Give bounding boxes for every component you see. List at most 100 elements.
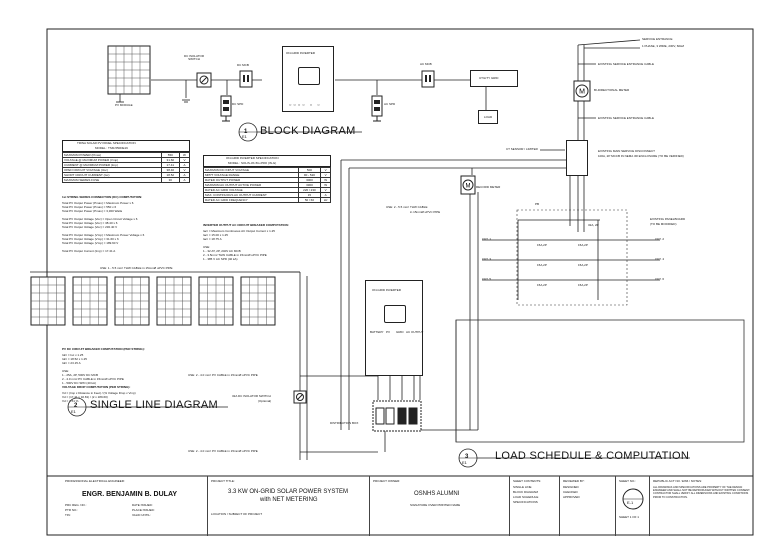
panelboard-tag: PB: [535, 202, 540, 206]
engineer-detail-1: PRC REG. NO.:: [65, 503, 87, 507]
engineer-detail-3: TIN:: [65, 513, 71, 517]
sld-inverter-display-icon: [384, 305, 406, 323]
circuit-3-rating: 15A,2P: [537, 263, 547, 267]
string-computation: Total PV Output Power (Pmax) = Maximum P…: [62, 201, 144, 253]
contents-item-3: LOAD SCHEDULE: [513, 495, 539, 499]
voltage-drop-computation: Vd = (Imp x Distance in Feet) / (% Volta…: [62, 391, 136, 403]
voltage-drop-line: Vd = 1.51 %: [62, 399, 79, 403]
main-breaker-rating: 32A, 2P: [588, 223, 599, 227]
string-computation-line: Total PV Output Power (Pmax) = 3,300 Wat…: [62, 209, 123, 213]
distribution-box-icon: [372, 400, 422, 432]
circuit-3-label: CKT. 3: [482, 257, 492, 261]
panel-spec-cell: MAXIMUM SERIES FUSE: [62, 177, 162, 183]
sld-isolator-note: (Optional): [258, 399, 272, 403]
dc-mcb-icon: [239, 70, 253, 88]
engineer-label: PROFESSIONAL ELECTRICAL ENGINEER:: [65, 479, 125, 483]
circuit-1-label: CKT. 1: [482, 237, 492, 241]
string-computation-title: 1st STRING SERIES CONNECTION (DC) COMPUT…: [62, 195, 143, 199]
sld-isolator-icon: [293, 390, 307, 404]
engineer-cell: PROFESSIONAL ELECTRICAL ENGINEER: ENGR. …: [47, 476, 207, 536]
thw-cable-label-2: in 15mmØ uPVC PIPE: [410, 210, 441, 214]
block-diagram-sheet-ref: E1: [242, 134, 247, 139]
engineer-name: ENGR. BENJAMIN B. DULAY: [82, 491, 178, 498]
sheet-of: SHEET 1 OF 1: [619, 515, 639, 519]
string-computation-line: Total PV Output Current (Imp) = 17.41 A: [62, 249, 116, 253]
engineer-detail-2: PTR NO.:: [65, 508, 79, 512]
inverter-spec-title: ON-GRID INVERTER SPECIFICATION: [226, 156, 279, 160]
record-meter-icon: M: [460, 175, 476, 195]
panel-spec-title: TRINA SOLAR PV PANEL SPECIFICATION: [77, 141, 136, 145]
contents-item-4: SPECIFICATIONS: [513, 500, 538, 504]
solar-panel-icon: [240, 276, 276, 326]
dc-mcb-label: DC MCB: [237, 63, 249, 67]
panel-spec-header: TRINA SOLAR PV PANEL SPECIFICATION MODEL…: [62, 140, 190, 152]
voltage-drop-title: VOLTAGE DROP COMPUTATION (PER STRING):: [62, 385, 131, 389]
inverter-computation-title: INVERTER OUTPUT AC CIRCUIT BREAKER COMPU…: [203, 223, 289, 227]
owner-sub: SIGNATURE OVER PRINTED NAME: [410, 503, 461, 507]
inverter-computation-line: 1 - 385 V AC SPD (40 kA): [203, 257, 238, 261]
panelboard-label: EXISTING PANELBOARD: [650, 217, 686, 221]
voltage-drop-line: Vd = (17.41 x 32.81) / (2 x 189.60): [62, 395, 108, 399]
circuit-5-label: CKT. 5: [482, 277, 492, 281]
contents-cell: SHEET CONTENTS: SINGLE LINE BLOCK DIAGRA…: [509, 476, 559, 536]
string-computation-line: Total PV Output Voltage (Voc) = 38.40 x …: [62, 221, 118, 225]
utility-grid-label: UTILITY GRID: [479, 76, 499, 80]
solar-panel-icon: [114, 276, 150, 326]
utility-grid-box: UTILITY GRID: [470, 70, 518, 87]
inverter-computation-line: 1 - 32 AT, 2P, 240V AC MCB: [203, 249, 241, 253]
project-label: PROJECT TITLE:: [211, 479, 235, 483]
string-computation-line: Total PV Output Voltage (Vmp) = 31.60 x …: [62, 237, 119, 241]
sld-inverter: ON-GRID INVERTER BATTERY PV GRID AC OUTP…: [365, 280, 423, 376]
dc-breaker-line: Idcr = Isc x 1.25: [62, 353, 84, 357]
dc-breaker-line: Idcr = 18.52 x 1.25: [62, 357, 87, 361]
distribution-box-label: DISTRIBUTION BOX: [330, 421, 359, 425]
inverter-computation-line: 2 - 3.5mm² THW CABLE in 15mmØ uPVC PIPE: [203, 253, 267, 257]
owner-cell: PROJECT OWNER: OSNHS ALUMNI SIGNATURE OV…: [369, 476, 509, 536]
notes-label: REPUBLIC ACT NO. 9266 / NOTES:: [653, 479, 702, 483]
service-cable-label-1: EXISTING SERVICE ENTRANCE CABLE: [598, 62, 654, 66]
string-computation-line: Total PV Output Voltage (Voc) = 230.40 V: [62, 225, 118, 229]
dc-spd-label: DC SPD: [232, 102, 244, 106]
dc-spd-icon: [220, 95, 232, 122]
inverter-display-icon: [298, 67, 320, 85]
inverter-spec-model: MODEL : SOLIS-3K-5G-PRO (IN-G): [228, 161, 277, 165]
single-line-number: 2: [74, 403, 78, 409]
solar-panel-icon: [30, 276, 66, 326]
svg-text:M: M: [466, 184, 471, 190]
dc-isolator-label: DC ISOLATOR SWITCH: [183, 54, 205, 61]
single-line-sheet-ref: E1: [71, 409, 76, 414]
service-entrance-spec: 1 PHASE, 3 WIRE, 230V, 60HZ: [642, 44, 685, 48]
owner-label: PROJECT OWNER:: [373, 479, 401, 483]
top-cable-label: USE: 1 - 5.5 mm² THW CABLE in 15mmØ uPVC…: [100, 266, 173, 270]
single-line-title: SINGLE LINE DIAGRAM: [90, 399, 218, 411]
bi-directional-meter-label: BI-DIRECTIONAL METER: [594, 88, 630, 92]
panel-spec-cell: A: [178, 177, 191, 183]
sld-inverter-port-3: GRID: [396, 330, 404, 334]
contents-item-2: BLOCK DIAGRAM: [513, 490, 539, 494]
service-cable-label-2: EXISTING SERVICE ENTRANCE CABLE: [598, 116, 654, 120]
sld-inverter-label: ON-GRID INVERTER: [372, 288, 401, 292]
dc-breaker-line: 1 - 25A, 2P, 500V DC MCB: [62, 373, 98, 377]
inverter-terminals-icon: ○○○○ ○ ○: [289, 102, 322, 107]
sheet-number-circle-icon: [622, 488, 644, 510]
contents-item-1: SINGLE LINE: [513, 485, 532, 489]
dc-breaker-line: 2 - 4.0 mm² PV CABLE in 15mmØ uPVC PIPE: [62, 377, 124, 381]
dc-breaker-title: PV DC CIRCUIT BREAKER COMPUTATION (PER S…: [62, 347, 145, 351]
circuit-2-label: CKT. 2: [655, 237, 665, 241]
ac-spd-label: AC SPD: [384, 102, 396, 106]
thw-cable-label: USE: 2 - 5.5 mm² THW CABLE: [386, 205, 428, 209]
service-entrance-label: SERVICE ENTRANCE: [642, 37, 673, 41]
sld-isolator-label: 32A DC ISOLATOR SWITCH: [232, 394, 271, 398]
load-box: LOAD: [478, 110, 498, 124]
main-disconnect-spec: 100A, 2P MCCB IN NEMA 3R ENCLOSURE (TO B…: [598, 154, 684, 158]
string-computation-line: Total PV Output Voltage (Vmp) = 189.60 V: [62, 241, 119, 245]
inverter-computation-line: Iacr = 18.75 A: [203, 237, 222, 241]
solar-panel-icon: [72, 276, 108, 326]
inverter-computation-line: Iacr = Maximum Continuous AC Output Curr…: [203, 229, 275, 233]
